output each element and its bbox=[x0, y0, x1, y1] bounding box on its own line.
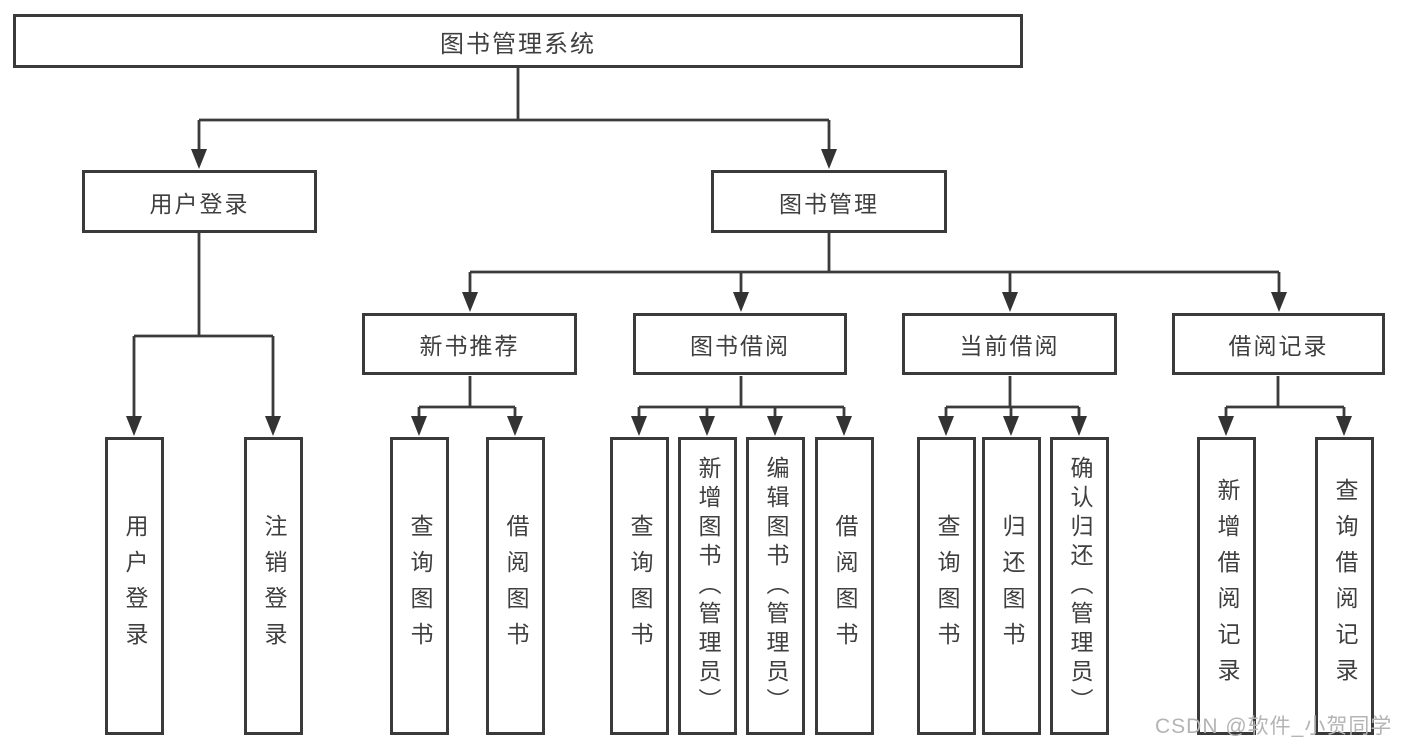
node-user-login: 用户登录 bbox=[82, 170, 317, 233]
node-borrow-records: 借阅记录 bbox=[1172, 313, 1385, 375]
leaf-return-book: 归还图书 bbox=[982, 437, 1041, 735]
connector-new-book-children bbox=[411, 376, 523, 436]
connector-book-mgmt-to-level3 bbox=[462, 233, 1287, 312]
node-new-book-rec-label: 新书推荐 bbox=[419, 333, 520, 359]
arrow-down-icon bbox=[1218, 416, 1234, 436]
arrow-down-icon bbox=[1271, 292, 1287, 312]
arrow-down-icon bbox=[836, 416, 852, 436]
leaf-query-book-3-label: 查询图书 bbox=[934, 514, 960, 658]
leaf-user-login: 用户登录 bbox=[105, 437, 164, 735]
arrow-down-icon bbox=[733, 292, 749, 312]
arrow-down-icon bbox=[462, 292, 478, 312]
connector-book-borrow-children bbox=[631, 376, 852, 436]
leaf-return-book-label: 归还图书 bbox=[999, 514, 1025, 658]
leaf-query-book-2: 查询图书 bbox=[610, 437, 669, 735]
node-new-book-rec: 新书推荐 bbox=[362, 313, 577, 375]
leaf-confirm-return-admin: 确认归还（管理员） bbox=[1050, 437, 1109, 735]
node-root: 图书管理系统 bbox=[13, 14, 1023, 68]
leaf-borrow-book-1-label: 借阅图书 bbox=[503, 514, 529, 658]
arrow-down-icon bbox=[699, 416, 715, 436]
arrow-down-icon bbox=[191, 149, 207, 169]
leaf-logout: 注销登录 bbox=[244, 437, 303, 735]
node-borrow-records-label: 借阅记录 bbox=[1228, 333, 1329, 359]
connector-current-borrow-children bbox=[938, 376, 1087, 436]
leaf-query-borrow-record-label: 查询借阅记录 bbox=[1332, 478, 1358, 694]
arrow-down-icon bbox=[821, 149, 837, 169]
arrow-down-icon bbox=[411, 416, 427, 436]
node-current-borrow: 当前借阅 bbox=[902, 313, 1117, 375]
leaf-add-borrow-record-label: 新增借阅记录 bbox=[1214, 478, 1240, 694]
arrow-down-icon bbox=[126, 416, 142, 436]
node-book-borrow: 图书借阅 bbox=[633, 313, 847, 375]
arrow-down-icon bbox=[1071, 416, 1087, 436]
leaf-borrow-book-1: 借阅图书 bbox=[486, 437, 545, 735]
leaf-logout-label: 注销登录 bbox=[261, 514, 287, 658]
leaf-query-book-1-label: 查询图书 bbox=[407, 514, 433, 658]
arrow-down-icon bbox=[938, 416, 954, 436]
leaf-user-login-label: 用户登录 bbox=[122, 514, 148, 658]
leaf-borrow-book-2-label: 借阅图书 bbox=[832, 514, 858, 658]
arrow-down-icon bbox=[1336, 416, 1352, 436]
node-book-mgmt-label: 图书管理 bbox=[779, 190, 879, 217]
node-root-label: 图书管理系统 bbox=[440, 30, 596, 58]
arrow-down-icon bbox=[631, 416, 647, 436]
leaf-confirm-return-admin-label: 确认归还（管理员） bbox=[1067, 455, 1093, 717]
connector-user-login-children bbox=[126, 233, 281, 436]
leaf-add-book-admin-label: 新增图书（管理员） bbox=[695, 455, 721, 717]
leaf-query-borrow-record: 查询借阅记录 bbox=[1315, 437, 1374, 735]
arrow-down-icon bbox=[1003, 416, 1019, 436]
arrow-down-icon bbox=[265, 416, 281, 436]
arrow-down-icon bbox=[767, 416, 783, 436]
arrow-down-icon bbox=[1002, 292, 1018, 312]
leaf-query-book-3: 查询图书 bbox=[917, 437, 976, 735]
arrow-down-icon bbox=[507, 416, 523, 436]
node-current-borrow-label: 当前借阅 bbox=[959, 333, 1060, 359]
leaf-query-book-2-label: 查询图书 bbox=[627, 514, 653, 658]
leaf-add-book-admin: 新增图书（管理员） bbox=[678, 437, 737, 735]
node-book-borrow-label: 图书借阅 bbox=[690, 333, 790, 359]
connector-borrow-record-children bbox=[1218, 376, 1352, 436]
leaf-query-book-1: 查询图书 bbox=[390, 437, 449, 735]
node-book-mgmt: 图书管理 bbox=[711, 170, 947, 233]
leaf-borrow-book-2: 借阅图书 bbox=[815, 437, 874, 735]
leaf-edit-book-admin-label: 编辑图书（管理员） bbox=[763, 455, 789, 717]
leaf-edit-book-admin: 编辑图书（管理员） bbox=[746, 437, 805, 735]
leaf-add-borrow-record: 新增借阅记录 bbox=[1197, 437, 1256, 735]
connector-root-to-level2 bbox=[191, 67, 837, 169]
node-user-login-label: 用户登录 bbox=[149, 190, 250, 217]
watermark: CSDN @软件_小贺同学 bbox=[1155, 715, 1393, 738]
